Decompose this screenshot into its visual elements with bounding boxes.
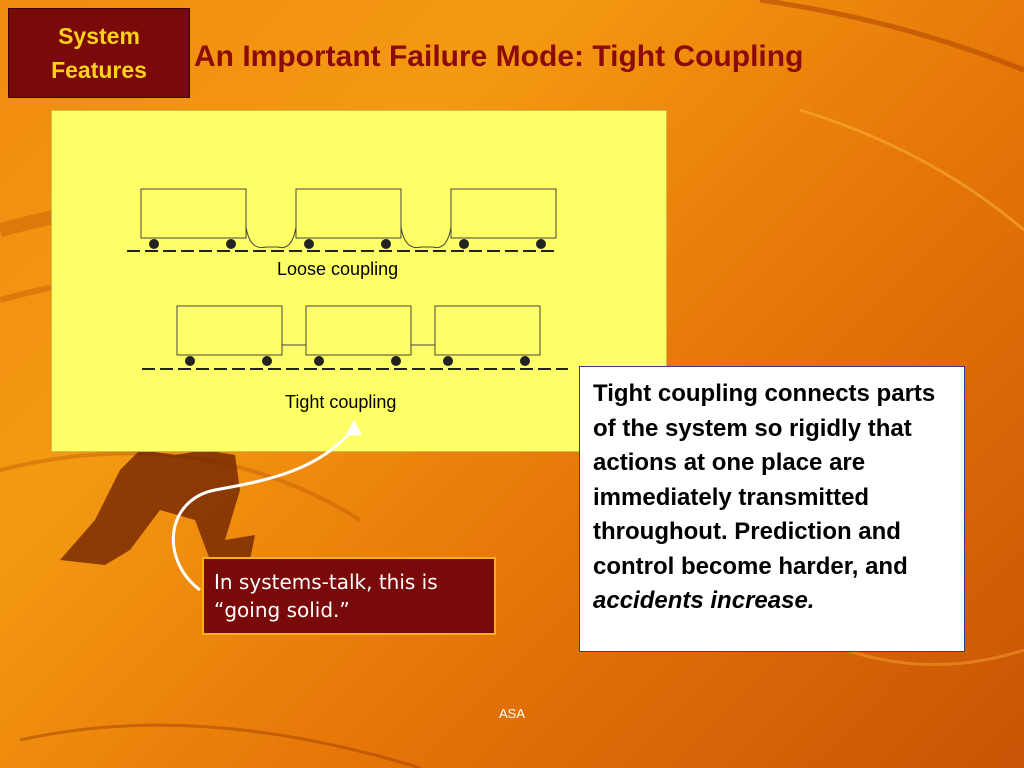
runner-silhouette bbox=[60, 450, 255, 565]
wheel bbox=[381, 239, 391, 249]
wheel bbox=[149, 239, 159, 249]
wheel bbox=[520, 356, 530, 366]
wheel bbox=[185, 356, 195, 366]
wheel bbox=[226, 239, 236, 249]
footer-label: ASA bbox=[498, 706, 525, 721]
loose-link-2 bbox=[400, 226, 452, 249]
coupling-diagram: Loose coupling Tight coupling bbox=[51, 110, 667, 452]
loose-car-3 bbox=[450, 188, 557, 239]
wheel bbox=[459, 239, 469, 249]
loose-car-2 bbox=[295, 188, 402, 239]
tight-car-2 bbox=[305, 305, 412, 356]
loose-coupling-train bbox=[127, 188, 558, 252]
description-text: Tight coupling connects parts of the sys… bbox=[593, 380, 936, 580]
section-badge: System Features bbox=[8, 8, 190, 98]
description-emphasis: accidents increase. bbox=[593, 587, 815, 614]
badge-line-1: System bbox=[58, 23, 140, 49]
wheel bbox=[443, 356, 453, 366]
badge-line-2: Features bbox=[51, 57, 147, 83]
tight-car-3 bbox=[434, 305, 541, 356]
tight-car-1 bbox=[176, 305, 283, 356]
wheel bbox=[314, 356, 324, 366]
tight-coupling-train bbox=[142, 305, 568, 370]
wheel bbox=[262, 356, 272, 366]
going-solid-callout: In systems-talk, this is “going solid.” bbox=[202, 557, 496, 635]
coupling-diagram-graphic bbox=[127, 188, 568, 370]
wheel bbox=[391, 356, 401, 366]
tight-coupling-caption: Tight coupling bbox=[285, 392, 397, 412]
wheel bbox=[536, 239, 546, 249]
description-box: Tight coupling connects parts of the sys… bbox=[579, 366, 965, 652]
loose-car-1 bbox=[140, 188, 247, 239]
loose-coupling-caption: Loose coupling bbox=[277, 259, 399, 279]
wheel bbox=[304, 239, 314, 249]
loose-link-1 bbox=[245, 226, 297, 249]
page-title: An Important Failure Mode: Tight Couplin… bbox=[194, 40, 804, 73]
